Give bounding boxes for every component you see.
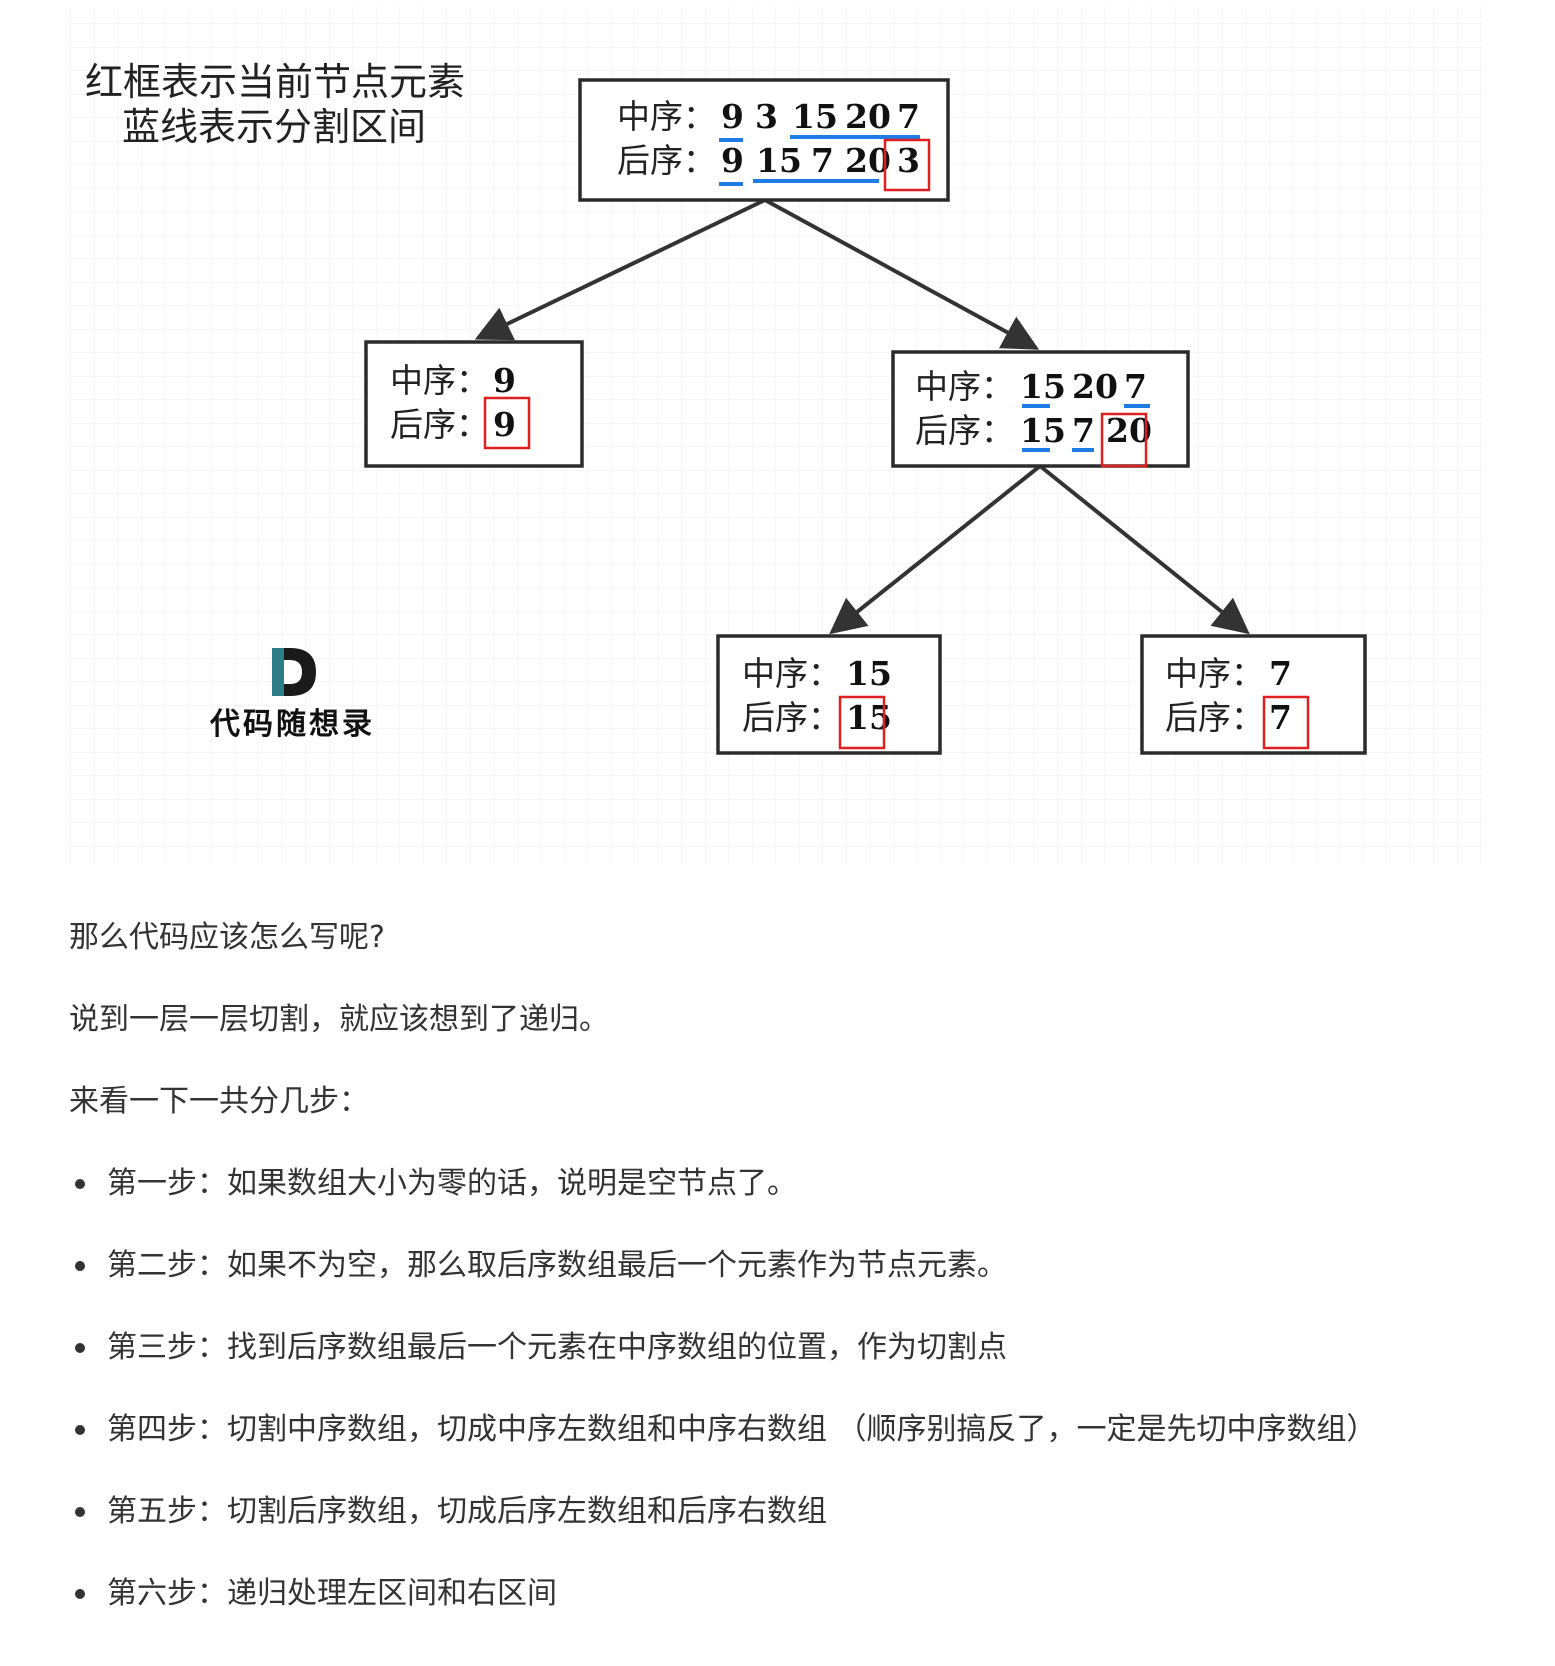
current-element-box <box>483 396 531 450</box>
inorder-label: 中序： <box>915 367 1014 406</box>
postorder-label: 后序： <box>915 411 1014 450</box>
inorder-label: 中序： <box>617 97 716 136</box>
postorder-value: 20 <box>1106 411 1152 450</box>
postorder-value: 15 <box>1020 411 1066 450</box>
tree-node-right-right: 中序： 后序： 7 7 <box>1140 634 1367 755</box>
tree-node-root: 中序： 后序： 9 3 15 20 7 9 15 7 20 3 <box>578 78 950 202</box>
logo-d-stem <box>272 648 284 696</box>
postorder-label: 后序： <box>390 405 489 444</box>
postorder-value: 20 <box>845 141 891 180</box>
list-item: 第二步：如果不为空，那么取后序数组最后一个元素作为节点元素。 <box>69 1246 1007 1286</box>
legend-line-2: 蓝线表示分割区间 <box>122 105 426 149</box>
postorder-value: 7 <box>1072 411 1095 450</box>
inorder-value: 7 <box>897 97 920 136</box>
current-element-box <box>838 695 886 750</box>
node-border <box>1140 634 1367 755</box>
logo-text: 代码随想录 <box>209 707 375 742</box>
edge-right-rightright <box>1038 464 1250 635</box>
inorder-value: 15 <box>792 97 838 136</box>
list-item: 第一步：如果数组大小为零的话，说明是空节点了。 <box>69 1164 797 1204</box>
paragraph-recursion: 说到一层一层切割，就应该想到了递归。 <box>69 1002 609 1037</box>
tree-node-right-left: 中序： 后序： 15 15 <box>716 634 942 755</box>
inorder-value: 9 <box>493 361 516 400</box>
postorder-value: 7 <box>1269 698 1292 737</box>
tree-node-right: 中序： 后序： 15 20 7 15 7 20 <box>891 350 1190 468</box>
edge-right-rightleft <box>829 464 1042 635</box>
inorder-value: 3 <box>755 97 778 136</box>
logo-d-bowl <box>284 648 316 696</box>
logo: 代码随想录 <box>209 648 375 742</box>
bullet-icon <box>75 1589 85 1599</box>
postorder-value: 7 <box>811 141 834 180</box>
step-text: 第四步：切割中序数组，切成中序左数组和中序右数组 （顺序别搞反了，一定是先切中序… <box>107 1412 1377 1447</box>
current-element-box <box>883 138 931 192</box>
step-text: 第二步：如果不为空，那么取后序数组最后一个元素作为节点元素。 <box>107 1248 1007 1283</box>
postorder-value: 3 <box>897 141 920 180</box>
list-item: 第四步：切割中序数组，切成中序左数组和中序右数组 （顺序别搞反了，一定是先切中序… <box>69 1410 1377 1450</box>
inorder-value: 15 <box>1020 367 1066 406</box>
bullet-icon <box>75 1425 85 1435</box>
current-element-box <box>1262 695 1310 750</box>
tree-node-left: 中序： 后序： 9 9 <box>364 340 584 468</box>
edge-root-right <box>764 198 1040 350</box>
postorder-value: 15 <box>756 141 802 180</box>
postorder-value: 9 <box>721 141 744 180</box>
inorder-value: 20 <box>1072 367 1118 406</box>
step-text: 第六步：递归处理左区间和右区间 <box>107 1576 557 1611</box>
inorder-value: 15 <box>846 654 892 693</box>
list-item: 第六步：递归处理左区间和右区间 <box>69 1574 557 1614</box>
inorder-value: 7 <box>1269 654 1292 693</box>
postorder-label: 后序： <box>742 698 841 737</box>
bullet-icon <box>75 1261 85 1271</box>
inorder-value: 20 <box>845 97 891 136</box>
inorder-label: 中序： <box>390 361 489 400</box>
inorder-value: 9 <box>721 97 744 136</box>
inorder-value: 7 <box>1124 367 1147 406</box>
node-border <box>716 634 942 755</box>
step-text: 第一步：如果数组大小为零的话，说明是空节点了。 <box>107 1166 797 1201</box>
node-border <box>891 350 1190 468</box>
postorder-label: 后序： <box>1165 698 1264 737</box>
list-item: 第五步：切割后序数组，切成后序左数组和后序右数组 <box>69 1492 827 1532</box>
postorder-value: 9 <box>493 405 516 444</box>
bullet-icon <box>75 1343 85 1353</box>
legend-line-1: 红框表示当前节点元素 <box>85 60 465 104</box>
inorder-label: 中序： <box>742 654 841 693</box>
inorder-label: 中序： <box>1165 654 1264 693</box>
current-element-box <box>1100 412 1148 468</box>
list-item: 第三步：找到后序数组最后一个元素在中序数组的位置，作为切割点 <box>69 1328 1007 1368</box>
paragraph-steps-intro: 来看一下一共分几步： <box>69 1084 369 1119</box>
node-border <box>364 340 584 468</box>
bullet-icon <box>75 1179 85 1189</box>
edge-root-left <box>474 198 766 341</box>
bullet-icon <box>75 1507 85 1517</box>
step-text: 第五步：切割后序数组，切成后序左数组和后序右数组 <box>107 1494 827 1529</box>
step-text: 第三步：找到后序数组最后一个元素在中序数组的位置，作为切割点 <box>107 1330 1007 1365</box>
paragraph-question: 那么代码应该怎么写呢? <box>69 920 385 955</box>
postorder-label: 后序： <box>617 141 716 180</box>
binary-tree-diagram: 红框表示当前节点元素 蓝线表示分割区间 代码随想录 中序： 后序： 9 3 15… <box>69 6 1485 864</box>
